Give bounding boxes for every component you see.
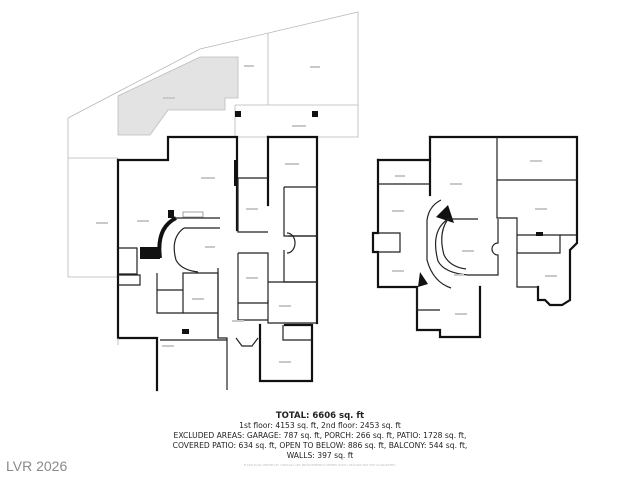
floor-areas: 1st floor: 4153 sq. ft, 2nd floor: 2453 … <box>239 421 401 430</box>
excluded-areas-2: COVERED PATIO: 634 sq. ft, OPEN TO BELOW… <box>172 441 468 450</box>
first-floor-exterior <box>67 11 359 278</box>
watermark: LVR 2026 <box>6 458 68 474</box>
area-summary: TOTAL: 6606 sq. ft 1st floor: 4153 sq. f… <box>0 411 640 461</box>
patio-pillar <box>312 111 318 117</box>
walls-area: WALLS: 397 sq. ft <box>286 451 354 460</box>
room-labels <box>96 65 557 363</box>
excluded-areas-1: EXCLUDED AREAS: GARAGE: 787 sq. ft, PORC… <box>173 431 467 440</box>
disclaimer: FLOOR PLAN CREATED BY CUBICASA APP. MEAS… <box>243 464 397 467</box>
second-floor <box>371 135 579 339</box>
covered-area-shaded <box>117 56 239 136</box>
first-floor <box>116 135 319 392</box>
total-area: TOTAL: 6606 sq. ft <box>275 411 365 421</box>
patio-pillar <box>235 111 241 117</box>
